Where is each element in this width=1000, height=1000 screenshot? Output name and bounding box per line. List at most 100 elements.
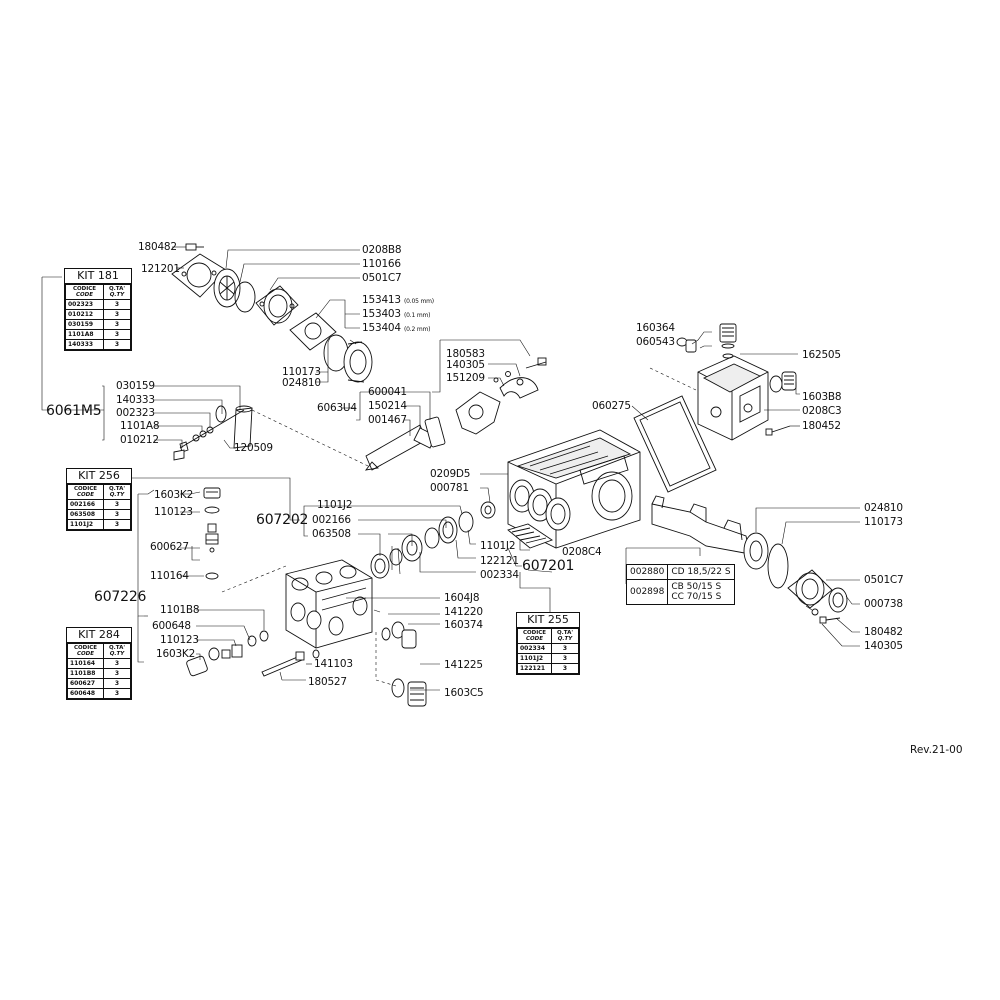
label-140305: 140305 — [446, 359, 485, 371]
kit-255-title: KIT 255 — [517, 613, 579, 628]
label-120509: 120509 — [234, 442, 273, 454]
label-600648: 600648 — [152, 620, 191, 632]
variant-code: 002880 — [625, 564, 669, 580]
label-110123-top: 110123 — [154, 506, 193, 518]
label-122121: 122121 — [480, 555, 519, 567]
label-162505: 162505 — [802, 349, 841, 361]
label-1101A8: 1101A8 — [120, 420, 160, 432]
kit-181-title: KIT 181 — [65, 269, 131, 284]
plunger-120509-part — [179, 405, 253, 449]
label-110164: 110164 — [150, 570, 189, 582]
plug-160374-part — [381, 621, 417, 649]
label-160374: 160374 — [444, 619, 483, 631]
label-110173-right: 110173 — [864, 516, 903, 528]
label-150214: 150214 — [368, 400, 407, 412]
crankcase-part — [507, 429, 641, 549]
label-141220: 141220 — [444, 606, 483, 618]
label-607226: 607226 — [94, 589, 147, 605]
gasket-060275-part — [633, 395, 717, 493]
label-002323: 002323 — [116, 407, 155, 419]
label-000781: 000781 — [430, 482, 469, 494]
conrod-151209-part — [455, 357, 547, 435]
label-6061M5: 6061M5 — [46, 403, 102, 419]
label-1603B8: 1603B8 — [802, 391, 842, 403]
valve-disc-0208B8-part — [213, 268, 241, 308]
label-180452: 180452 — [802, 420, 841, 432]
label-024810-right: 024810 — [864, 502, 903, 514]
label-180482: 180482 — [138, 241, 177, 253]
label-002334: 002334 — [480, 569, 519, 581]
label-0501C7-right: 0501C7 — [864, 574, 904, 586]
label-0501C7: 0501C7 — [362, 272, 402, 284]
label-153413: 153413 (0.05 mm) — [362, 294, 434, 306]
label-0208C4: 0208C4 — [562, 546, 602, 558]
screw-180482b-part — [811, 608, 841, 624]
label-180482-right: 180482 — [864, 626, 903, 638]
seal-group-607202-part — [370, 501, 496, 579]
variant-model: CD 18,5/22 S — [667, 564, 735, 580]
label-001467: 001467 — [368, 414, 407, 426]
kit-284-title: KIT 284 — [67, 628, 131, 643]
bolt-180527-part — [261, 649, 320, 677]
seal-000738-part — [828, 587, 848, 613]
label-002166: 002166 — [312, 514, 351, 526]
kit-256-title: KIT 256 — [67, 469, 131, 484]
crankshaft-part — [651, 495, 751, 555]
flange-0501C7b-part — [787, 569, 833, 609]
plug-1603C5-part — [391, 678, 427, 707]
label-600627: 600627 — [150, 541, 189, 553]
breather-162505-part — [719, 323, 737, 359]
label-151209: 151209 — [446, 372, 485, 384]
label-1603C5: 1603C5 — [444, 687, 484, 699]
variant-code: 002898 — [625, 579, 669, 605]
plug-160364-part — [676, 337, 697, 353]
label-060543: 060543 — [636, 336, 675, 348]
label-0209D5: 0209D5 — [430, 468, 471, 480]
rubber-strip-0208C4-part — [507, 523, 553, 549]
label-1101J2-right: 1101J2 — [480, 540, 516, 552]
label-0208B8: 0208B8 — [362, 244, 402, 256]
label-110173: 110173 — [282, 366, 321, 378]
label-1101J2-left: 1101J2 — [317, 499, 353, 511]
label-010212: 010212 — [120, 434, 159, 446]
label-140305-right: 140305 — [864, 640, 903, 652]
label-000738: 000738 — [864, 598, 903, 610]
label-180527: 180527 — [308, 676, 347, 688]
label-0208C3: 0208C3 — [802, 405, 842, 417]
label-1603K2-top: 1603K2 — [154, 489, 194, 501]
flange-0501C7-part — [255, 285, 299, 326]
label-030159: 030159 — [116, 380, 155, 392]
label-063508: 063508 — [312, 528, 351, 540]
piston-6063U4-part — [364, 416, 446, 471]
label-160364: 160364 — [636, 322, 675, 334]
label-1604J8: 1604J8 — [444, 592, 480, 604]
shim-153-part — [289, 312, 337, 351]
label-110123-bottom: 110123 — [160, 634, 199, 646]
oring-110173b-part — [767, 543, 789, 589]
label-060275: 060275 — [592, 400, 631, 412]
label-6063U4: 6063U4 — [317, 402, 357, 414]
valve-600627-part — [205, 523, 219, 580]
label-140333: 140333 — [116, 394, 155, 406]
valve-plug-1603K2-part — [203, 487, 221, 514]
label-600041: 600041 — [368, 386, 407, 398]
